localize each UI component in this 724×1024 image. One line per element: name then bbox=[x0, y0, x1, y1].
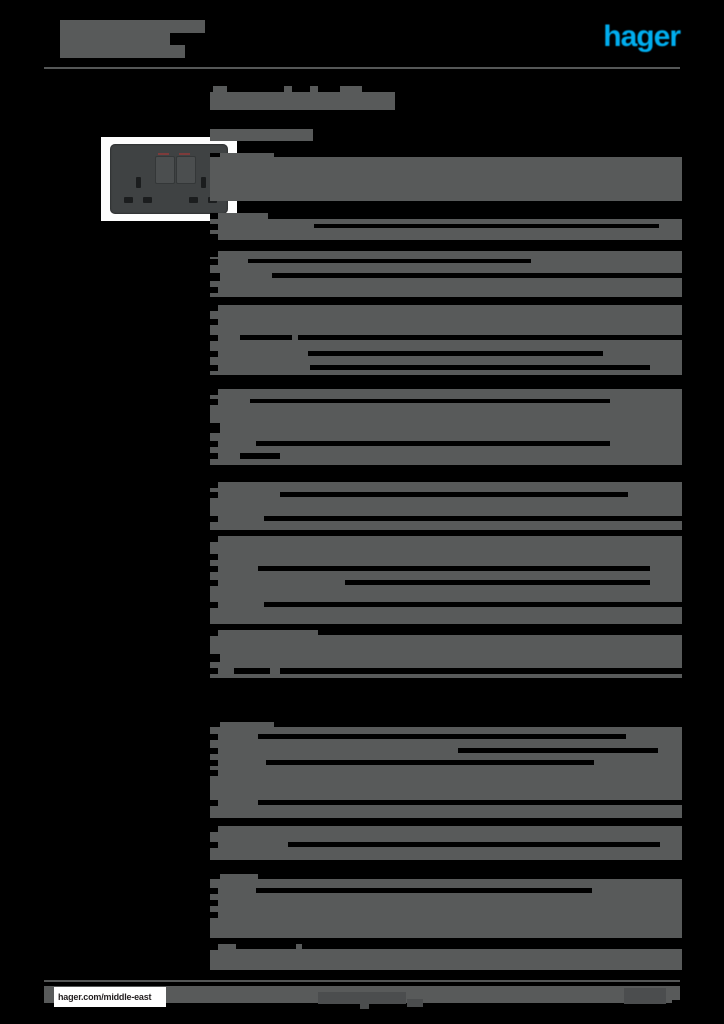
footer-website-link[interactable]: hager.com/middle-east bbox=[54, 987, 166, 1007]
table-row bbox=[210, 536, 682, 624]
table-section-header bbox=[210, 153, 682, 201]
header-title-line-2 bbox=[60, 33, 170, 45]
table-row bbox=[210, 389, 682, 465]
footer-note bbox=[318, 992, 406, 1004]
socket-pin-1 bbox=[124, 197, 133, 203]
socket-faceplate bbox=[110, 144, 228, 214]
table-row bbox=[210, 874, 682, 938]
header-title-line-3 bbox=[60, 45, 185, 58]
footer-note-accent-2 bbox=[360, 1002, 369, 1009]
table-row bbox=[210, 722, 682, 818]
header-divider bbox=[44, 67, 680, 69]
page-subtitle bbox=[210, 129, 313, 141]
earth-pin-left bbox=[136, 177, 141, 188]
page-header: hager bbox=[0, 0, 724, 70]
page-title-accent-3 bbox=[310, 86, 318, 92]
page-title-accent-1 bbox=[213, 86, 227, 92]
product-image bbox=[101, 137, 237, 221]
table-row bbox=[210, 213, 682, 240]
page-title-accent-4 bbox=[340, 86, 362, 92]
table-row bbox=[210, 251, 682, 297]
rocker-switch-right bbox=[176, 156, 196, 184]
page-title bbox=[210, 92, 395, 110]
page-title-accent-2 bbox=[284, 86, 292, 92]
table-row bbox=[210, 305, 682, 375]
socket-pin-3 bbox=[189, 197, 198, 203]
footer-note-accent-1 bbox=[407, 999, 423, 1007]
table-row bbox=[210, 630, 682, 678]
table-row bbox=[210, 482, 682, 530]
footer-divider bbox=[44, 980, 680, 982]
footer-page-number bbox=[624, 988, 666, 1004]
switch-marking-right bbox=[179, 153, 190, 155]
earth-pin-right bbox=[201, 177, 206, 188]
table-row bbox=[210, 826, 682, 860]
footer-corner-notch bbox=[672, 1000, 682, 1008]
switch-marking-left bbox=[158, 153, 169, 155]
table-row bbox=[210, 944, 682, 970]
hager-logo: hager bbox=[603, 20, 681, 53]
rocker-switch-left bbox=[155, 156, 175, 184]
socket-pin-2 bbox=[143, 197, 152, 203]
header-title-line-1 bbox=[60, 20, 205, 33]
